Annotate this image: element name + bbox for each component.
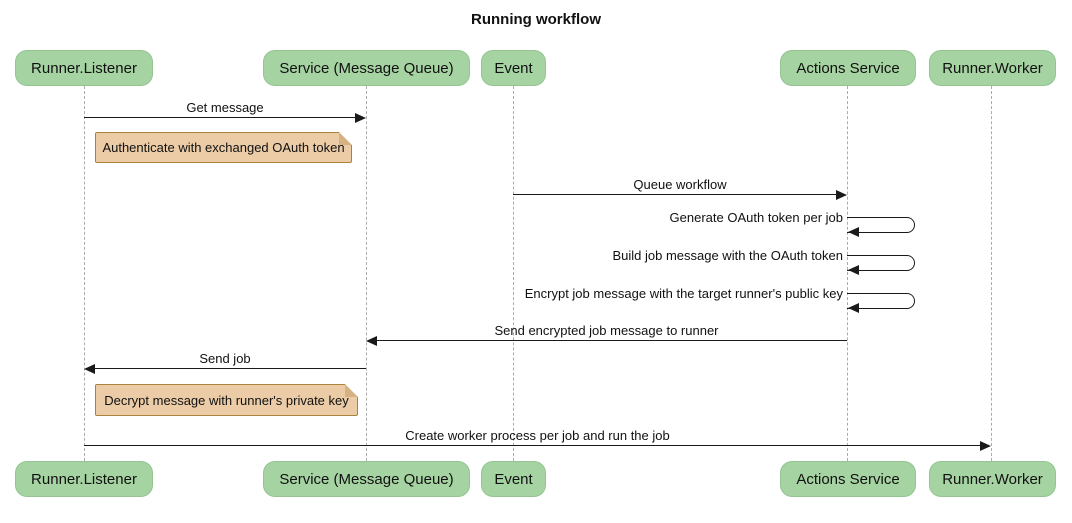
lifeline-runner-listener: [84, 86, 85, 461]
actor-bottom-runner-listener: Runner.Listener: [15, 461, 153, 497]
actor-bottom-event: Event: [481, 461, 546, 497]
lifeline-service-message-queue: [366, 86, 367, 461]
lifeline-event: [513, 86, 514, 461]
arrowhead-right-icon: [836, 190, 847, 200]
message-line-get-message: [84, 117, 356, 118]
arrowhead-left-icon: [848, 303, 859, 313]
actor-top-event: Event: [481, 50, 546, 86]
actor-top-actions-service: Actions Service: [780, 50, 916, 86]
note-authenticate: Authenticate with exchanged OAuth token: [95, 132, 352, 163]
arrowhead-left-icon: [366, 336, 377, 346]
actor-bottom-service-message-queue: Service (Message Queue): [263, 461, 470, 497]
message-line-send-encrypted: [377, 340, 847, 341]
message-label-build-job-message: Build job message with the OAuth token: [612, 248, 843, 263]
message-line-queue-workflow: [513, 194, 836, 195]
message-label-queue-workflow: Queue workflow: [633, 177, 727, 192]
arrowhead-right-icon: [980, 441, 991, 451]
message-label-generate-token: Generate OAuth token per job: [669, 210, 843, 225]
actor-top-runner-listener: Runner.Listener: [15, 50, 153, 86]
self-loop-generate-token: [847, 217, 915, 233]
lifeline-runner-worker: [991, 86, 992, 461]
message-label-encrypt-job-message: Encrypt job message with the target runn…: [524, 286, 843, 301]
message-label-create-worker: Create worker process per job and run th…: [405, 428, 670, 443]
message-line-create-worker: [84, 445, 980, 446]
message-label-send-encrypted: Send encrypted job message to runner: [494, 323, 719, 338]
actor-bottom-runner-worker: Runner.Worker: [929, 461, 1056, 497]
self-loop-build-job-message: [847, 255, 915, 271]
message-label-send-job: Send job: [199, 351, 251, 366]
arrowhead-right-icon: [355, 113, 366, 123]
arrowhead-left-icon: [848, 227, 859, 237]
actor-top-runner-worker: Runner.Worker: [929, 50, 1056, 86]
actor-bottom-actions-service: Actions Service: [780, 461, 916, 497]
message-label-get-message: Get message: [186, 100, 264, 115]
message-line-send-job: [95, 368, 366, 369]
self-loop-encrypt-job-message: [847, 293, 915, 309]
arrowhead-left-icon: [84, 364, 95, 374]
note-decrypt: Decrypt message with runner's private ke…: [95, 384, 358, 416]
arrowhead-left-icon: [848, 265, 859, 275]
actor-top-service-message-queue: Service (Message Queue): [263, 50, 470, 86]
diagram-title: Running workflow: [471, 11, 601, 28]
lifeline-actions-service: [847, 86, 848, 461]
